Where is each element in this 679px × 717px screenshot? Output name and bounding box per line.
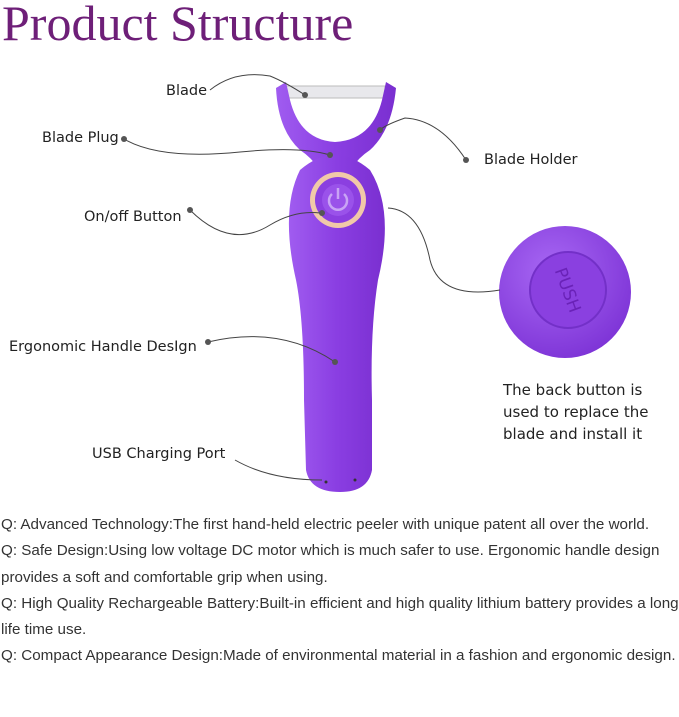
product-illustration: PUSH [121,74,631,492]
handle [288,155,385,492]
back-button-note: The back button is used to replace the b… [503,381,649,443]
feature-item: Q: Advanced Technology:The first hand-he… [1,516,650,533]
page-title: Product Structure [2,0,354,51]
label-blade: Blade [166,83,207,99]
feature-item: Q: Compact Appearance Design:Made of env… [1,647,676,665]
blade-holder [276,82,396,168]
label-onoff-button: On/off Button [84,209,182,225]
feature-item: Q: High Quality Rechargeable Battery:Bui… [1,594,679,639]
feature-item: Q: Safe Design:Using low voltage DC moto… [1,542,660,586]
power-icon [327,193,349,211]
label-usb-port: USB Charging Port [92,446,226,462]
label-blade-holder: Blade Holder [484,152,578,168]
leader-lines [123,74,501,481]
feature-list: Q: Advanced Technology:The first hand-he… [1,512,679,670]
label-blade-plug: Blade Plug [42,130,119,146]
label-handle: Ergonomic Handle DesIgn [9,339,197,355]
